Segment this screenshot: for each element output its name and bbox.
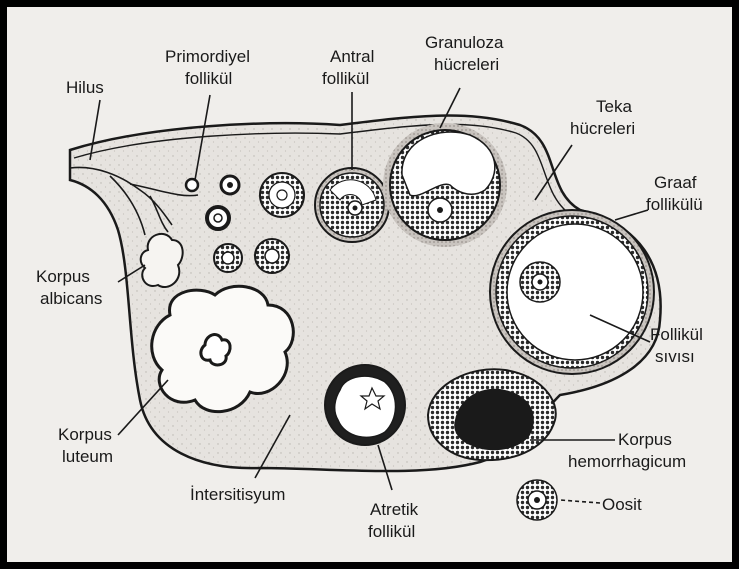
label-follikul-sivisi-line1: Follikül xyxy=(650,325,703,344)
label-granuloza-line1: Granuloza xyxy=(425,33,504,52)
label-primordiyel-line2: follikül xyxy=(185,69,232,88)
label-graaf-line1: Graaf xyxy=(654,173,697,192)
label-korpus-luteum-line1: Korpus xyxy=(58,425,112,444)
korpus-luteum-center xyxy=(201,335,230,365)
label-antral-line1: Antral xyxy=(330,47,374,66)
label-granuloza-line2: hücreleri xyxy=(434,55,499,74)
atretic-follicle xyxy=(325,365,405,445)
label-follikul-sivisi-line2: sıvısı xyxy=(655,347,695,366)
label-atretik-line2: follikül xyxy=(368,522,415,541)
granulosa-follicle xyxy=(383,123,507,247)
label-teka-line1: Teka xyxy=(596,97,632,116)
label-graaf-line2: follikülü xyxy=(646,195,703,214)
graafian-follicle xyxy=(490,210,654,374)
label-korpus-hem-line2: hemorrhagicum xyxy=(568,452,686,471)
label-intersitisyum: İntersitisyum xyxy=(190,485,285,504)
label-antral-line2: follikül xyxy=(322,69,369,88)
label-korpus-luteum-line2: luteum xyxy=(62,447,113,466)
label-teka-line2: hücreleri xyxy=(570,119,635,138)
label-korpus-hem-line1: Korpus xyxy=(618,430,672,449)
oocyte xyxy=(517,480,557,520)
label-primordiyel-line1: Primordiyel xyxy=(165,47,250,66)
label-korpus-albicans-line2: albicans xyxy=(40,289,102,308)
label-korpus-albicans-line1: Korpus xyxy=(36,267,90,286)
label-oosit: Oosit xyxy=(602,495,642,514)
label-hilus: Hilus xyxy=(66,78,104,97)
label-atretik-line1: Atretik xyxy=(370,500,419,519)
korpus-hemorrhagicum xyxy=(428,369,556,460)
antral-follicle xyxy=(315,168,389,242)
